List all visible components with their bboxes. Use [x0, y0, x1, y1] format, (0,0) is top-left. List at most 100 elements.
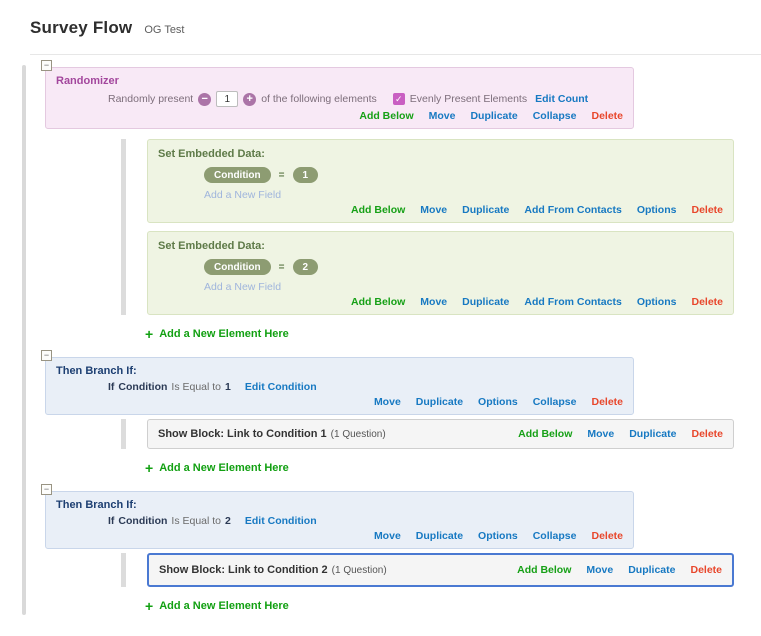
branch-title: Then Branch If: [56, 365, 137, 377]
edit-condition-link[interactable]: Edit Condition [244, 381, 317, 393]
show-block-actions: Add Below Move Duplicate Delete [517, 564, 722, 576]
branch-condition: If Condition Is Equal to 1 Edit Conditio… [108, 381, 623, 393]
duplicate-link[interactable]: Duplicate [462, 204, 510, 216]
move-link[interactable]: Move [587, 428, 615, 440]
duplicate-link[interactable]: Duplicate [470, 110, 518, 122]
delete-link[interactable]: Delete [690, 564, 722, 576]
move-link[interactable]: Move [428, 110, 456, 122]
duplicate-link[interactable]: Duplicate [628, 564, 676, 576]
embedded-data-fields: Condition = 2 [204, 259, 723, 275]
add-new-field-link[interactable]: Add a New Field [204, 189, 282, 201]
add-from-contacts-link[interactable]: Add From Contacts [524, 296, 622, 308]
add-below-link[interactable]: Add Below [359, 110, 414, 122]
move-link[interactable]: Move [373, 396, 401, 408]
show-block-condition-1: Show Block: Link to Condition 1 (1 Quest… [147, 419, 734, 449]
if-label: If [108, 515, 115, 527]
field-name-pill[interactable]: Condition [204, 259, 271, 275]
equals-sign: = [278, 169, 285, 181]
branch-section-1: − Then Branch If: If Condition Is Equal … [41, 350, 634, 415]
add-from-contacts-link[interactable]: Add From Contacts [524, 204, 622, 216]
show-block-condition-2: Show Block: Link to Condition 2 (1 Quest… [147, 553, 734, 587]
field-value-pill[interactable]: 2 [292, 259, 319, 275]
increment-button[interactable]: + [243, 92, 257, 106]
condition-value: 2 [225, 515, 231, 527]
add-plus-icon: + [145, 326, 154, 342]
survey-flow-canvas: − Randomizer Randomly present − + of the… [0, 55, 761, 615]
condition-field: Condition [118, 381, 168, 393]
add-below-link[interactable]: Add Below [351, 204, 406, 216]
duplicate-link[interactable]: Duplicate [415, 396, 464, 408]
survey-name: OG Test [144, 24, 185, 36]
embedded-data-actions: Add Below Move Duplicate Add From Contac… [158, 204, 723, 216]
add-below-link[interactable]: Add Below [517, 564, 572, 576]
show-block-title: Show Block: Link to Condition 1 [158, 428, 327, 440]
duplicate-link[interactable]: Duplicate [629, 428, 677, 440]
delete-link[interactable]: Delete [691, 204, 723, 216]
randomizer-block: Randomizer Randomly present − + of the f… [45, 67, 634, 129]
embedded-data-title: Set Embedded Data: [158, 240, 265, 252]
duplicate-link[interactable]: Duplicate [462, 296, 510, 308]
options-link[interactable]: Options [478, 396, 518, 408]
add-element-link[interactable]: + Add a New Element Here [145, 327, 761, 341]
delete-link[interactable]: Delete [691, 296, 723, 308]
collapse-link[interactable]: Collapse [532, 396, 577, 408]
add-new-field-link[interactable]: Add a New Field [204, 281, 282, 293]
add-element-label: Add a New Element Here [159, 462, 289, 474]
check-icon: ✓ [395, 94, 403, 104]
add-plus-icon: + [145, 598, 154, 614]
collapse-link[interactable]: Collapse [532, 530, 577, 542]
delete-link[interactable]: Delete [591, 110, 623, 122]
edit-count-link[interactable]: Edit Count [535, 93, 589, 105]
options-link[interactable]: Options [636, 204, 677, 216]
move-link[interactable]: Move [420, 296, 448, 308]
delete-link[interactable]: Delete [591, 530, 623, 542]
embedded-data-block-2: Set Embedded Data: Condition = 2 Add a N… [147, 231, 734, 315]
branch-section-2: − Then Branch If: If Condition Is Equal … [41, 484, 634, 549]
plus-icon: + [246, 92, 253, 105]
add-plus-icon: + [145, 460, 154, 476]
branch-actions: Move Duplicate Options Collapse Delete [56, 396, 623, 408]
options-link[interactable]: Options [636, 296, 677, 308]
field-name-pill[interactable]: Condition [204, 167, 271, 183]
evenly-present-checkbox[interactable]: ✓ [392, 93, 405, 105]
move-link[interactable]: Move [586, 564, 614, 576]
header-divider [30, 54, 761, 55]
evenly-present-label: Evenly Present Elements [409, 93, 528, 105]
add-element-link[interactable]: + Add a New Element Here [145, 599, 761, 613]
collapse-link[interactable]: Collapse [532, 110, 577, 122]
branch-block: Then Branch If: If Condition Is Equal to… [45, 491, 634, 549]
add-element-link[interactable]: + Add a New Element Here [145, 461, 761, 475]
move-link[interactable]: Move [373, 530, 401, 542]
branch-condition: If Condition Is Equal to 2 Edit Conditio… [108, 515, 623, 527]
duplicate-link[interactable]: Duplicate [415, 530, 464, 542]
show-block-title: Show Block: Link to Condition 2 [159, 564, 328, 576]
add-below-link[interactable]: Add Below [351, 296, 406, 308]
collapse-tree-icon[interactable]: − [41, 484, 52, 495]
count-input[interactable] [216, 91, 239, 107]
branch-1-children: Show Block: Link to Condition 1 (1 Quest… [121, 419, 734, 449]
add-element-label: Add a New Element Here [159, 600, 289, 612]
options-link[interactable]: Options [478, 530, 518, 542]
randomizer-children: Set Embedded Data: Condition = 1 Add a N… [121, 139, 734, 315]
add-below-link[interactable]: Add Below [518, 428, 573, 440]
condition-field: Condition [118, 515, 168, 527]
question-count: (1 Question) [331, 564, 387, 576]
randomizer-title: Randomizer [56, 75, 119, 87]
root-tree-guide [22, 65, 26, 615]
move-link[interactable]: Move [420, 204, 448, 216]
decrement-button[interactable]: − [198, 92, 212, 106]
randomly-present-label: Randomly present [108, 93, 194, 105]
collapse-tree-icon[interactable]: − [41, 350, 52, 361]
edit-condition-link[interactable]: Edit Condition [244, 515, 317, 527]
collapse-tree-icon[interactable]: − [41, 60, 52, 71]
page-title: Survey Flow [30, 18, 133, 37]
embedded-data-block-1: Set Embedded Data: Condition = 1 Add a N… [147, 139, 734, 223]
equals-sign: = [278, 261, 285, 273]
branch-actions: Move Duplicate Options Collapse Delete [56, 530, 623, 542]
delete-link[interactable]: Delete [691, 428, 723, 440]
indent-guide [121, 139, 126, 315]
delete-link[interactable]: Delete [591, 396, 623, 408]
randomizer-actions: Add Below Move Duplicate Collapse Delete [56, 110, 623, 122]
field-value-pill[interactable]: 1 [292, 167, 319, 183]
page-header: Survey Flow OG Test [0, 0, 761, 55]
